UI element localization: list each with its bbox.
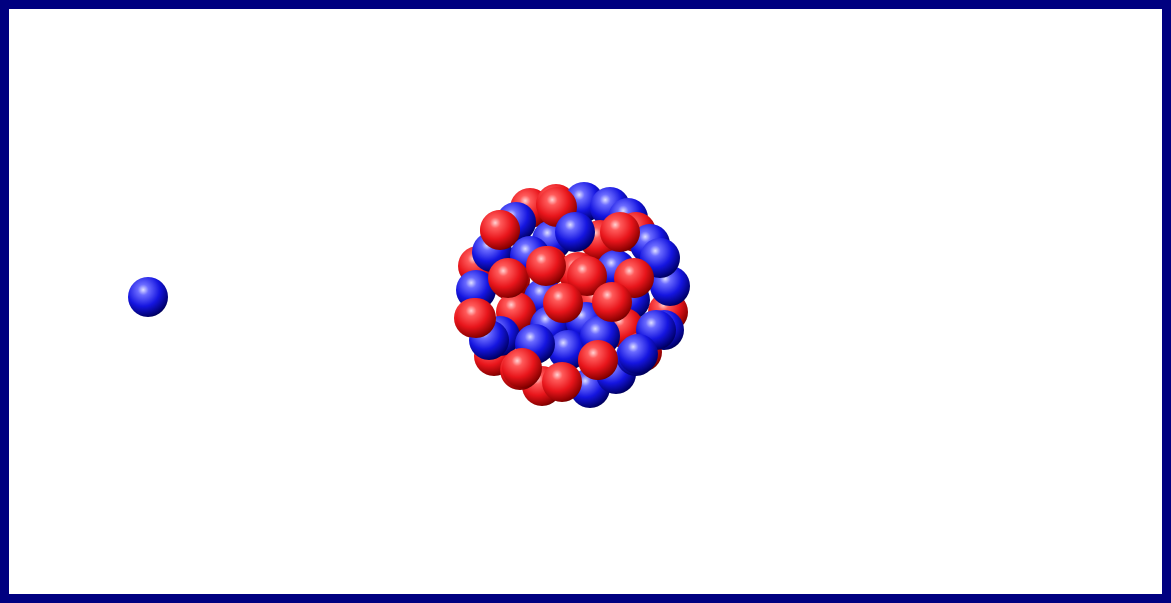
proton-sphere (542, 362, 582, 402)
proton-sphere (526, 246, 566, 286)
proton-sphere (543, 283, 583, 323)
proton-sphere (502, 348, 542, 388)
proton-sphere (600, 212, 640, 252)
neutron-sphere (618, 334, 658, 374)
neutron-sphere (128, 277, 168, 317)
neutron-sphere (555, 212, 595, 252)
nucleus (454, 182, 690, 408)
proton-sphere (578, 340, 618, 380)
free-neutron (128, 277, 168, 317)
proton-sphere (480, 210, 520, 250)
proton-sphere (488, 258, 528, 298)
proton-sphere (592, 282, 632, 322)
proton-sphere (456, 298, 496, 338)
